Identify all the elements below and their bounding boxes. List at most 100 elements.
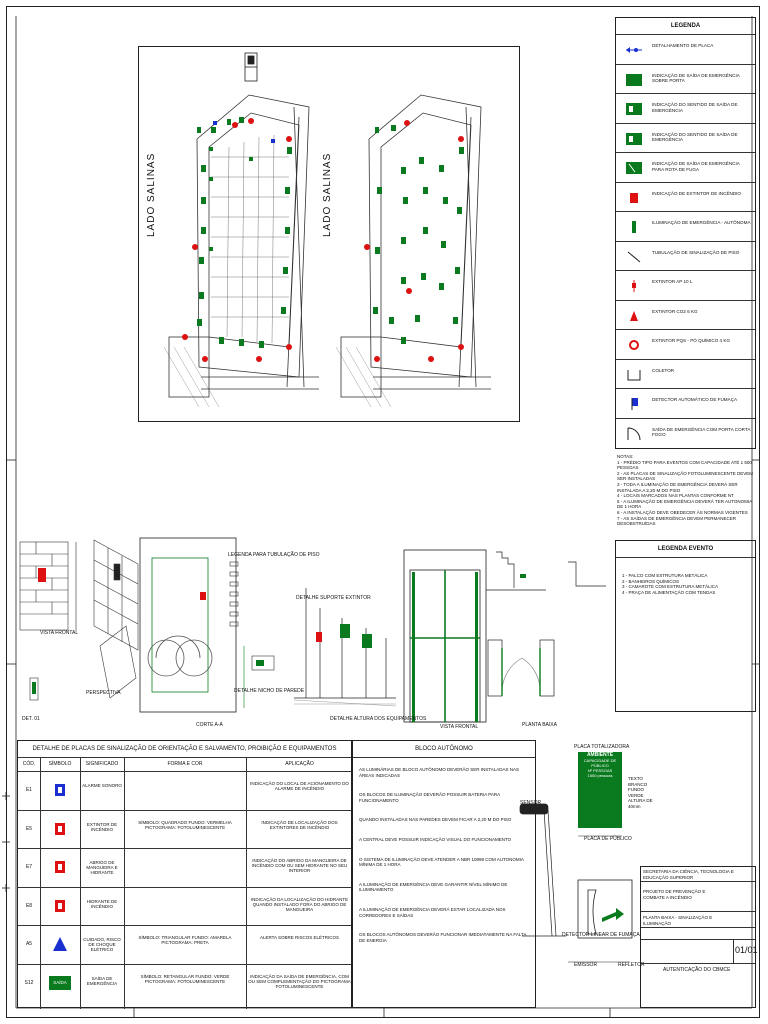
- table-row: [18, 771, 351, 772]
- green-luminaire-icon: [624, 220, 644, 234]
- note-line: 4 - LOCAIS MARCADOS NAS PLANTAS CONFORME…: [617, 493, 734, 499]
- sign-form: SÍMBOLO: TRIANGULAR FUNDO: AMARELA PICTO…: [138, 935, 232, 945]
- exit-sign-detail: [577, 879, 633, 939]
- plate-caption: PLACA DE PÚBLICO: [584, 836, 632, 842]
- detail-b-label: PERSPECTIVA: [86, 690, 121, 696]
- detail-legend-tub: [229, 561, 275, 708]
- sign-meaning: ABRIGO DE MANGUEIRA E HIDRANTE: [86, 860, 118, 875]
- legend-row: EXTINTOR CO2 6 KG: [616, 299, 755, 330]
- legend-event-title: LEGENDA EVENTO: [657, 546, 714, 552]
- sign-symbol-icon: [53, 783, 67, 797]
- note-line: 1 - PRÉDIO TIPO PARA EVENTOS COM CAPACID…: [617, 459, 752, 471]
- detail-f-label: VISTA FRONTAL: [440, 724, 479, 730]
- table-rule: [18, 757, 351, 758]
- bloco-line: A CENTRAL DEVE POSSUIR INDICAÇÃO VISUAL …: [359, 836, 512, 842]
- legend-title: LEGENDA: [670, 23, 701, 29]
- north-mark-icon: [244, 52, 258, 82]
- sign-application: INDICAÇÃO DA SAÍDA DE EMERGÊNCIA, COM OU…: [248, 973, 351, 989]
- legend-row-text: DETECTOR AUTOMÁTICO DE FUMAÇA: [652, 397, 738, 402]
- luminaire-detail: [519, 803, 566, 937]
- bloco-line: A ILUMINAÇÃO DE EMERGÊNCIA DEVERÁ ESTAR …: [359, 906, 506, 918]
- public-plate-detail: [578, 752, 622, 837]
- detail-d-label: DETALHE SUPORTE EXTINTOR: [296, 595, 371, 601]
- sheet-frame: [6, 6, 760, 1018]
- note-line: 7 - AS SAÍDAS DE EMERGÊNCIA DEVEM PERMAN…: [617, 515, 737, 527]
- note-line: 5 - A ILUMINAÇÃO DE EMERGÊNCIA DEVERÁ TE…: [617, 498, 752, 510]
- plan-label-right: LADO SALINAS: [322, 152, 333, 237]
- bloco-title: BLOCO AUTÔNOMO: [415, 746, 473, 752]
- legend-row: DETECTOR AUTOMÁTICO DE FUMAÇA: [616, 388, 755, 418]
- red-circle-icon: [624, 338, 644, 352]
- legend-row: DETALHAMENTO DE PLACA: [616, 34, 755, 64]
- legend-row-text: INDICAÇÃO DO SENTIDO DE SAÍDA DE EMERGÊN…: [652, 131, 738, 143]
- legend-row: COLETOR: [616, 358, 755, 389]
- detail-perspective: [93, 539, 139, 699]
- bloco-line: A ILUMINAÇÃO DE EMERGÊNCIA DEVE GARANTIR…: [359, 881, 508, 893]
- legend-row: INDICAÇÃO DE SAÍDA DE EMERGÊNCIA SOBRE P…: [616, 63, 755, 94]
- note-line: 3 - TODA A ILUMINAÇÃO DE EMERGÊNCIA DEVE…: [617, 481, 738, 493]
- plate-line: Nº PESSOAS: [587, 768, 613, 773]
- legend-row: ILUMINAÇÃO DE EMERGÊNCIA - AUTÔNOMA: [616, 211, 755, 241]
- table-col-rule: [80, 757, 81, 1009]
- door-swing-icon: [624, 427, 644, 441]
- legend-row: INDICAÇÃO DE EXTINTOR DE INCÊNDIO: [616, 181, 755, 212]
- detail-c-label: DETALHE NICHO DE PAREDE: [234, 688, 305, 694]
- plate-side-text: TEXTO BRANCO FUNDO VERDE ALTURA DE 40mm: [628, 776, 653, 809]
- bloco-line: OS BLOCOS DE ILUMINAÇÃO DEVERÃO POSSUIR …: [359, 792, 500, 803]
- plan-right: [335, 94, 491, 408]
- floor-plans-panel: LADO SALINAS LADO SALINAS: [138, 46, 520, 422]
- legend-row-text: EXTINTOR CO2 6 KG: [652, 308, 698, 314]
- details-row: [19, 537, 606, 723]
- detail-equipment-heights: [293, 588, 397, 707]
- diagonal-line-icon: [624, 250, 644, 264]
- floor-plans: [163, 52, 491, 408]
- legend-row-text: INDICAÇÃO DE EXTINTOR DE INCÊNDIO: [652, 190, 741, 196]
- table-col-rule: [40, 757, 41, 1009]
- sign-symbol-icon: [53, 860, 67, 874]
- bloco-line: AS LUMINÁRIAS DE BLOCO AUTÔNOMO DEVERÃO …: [359, 767, 519, 778]
- sign-meaning: EXTINTOR DE INCÊNDIO: [86, 821, 118, 832]
- table-col-rule: [246, 757, 247, 1009]
- green-exit-plate-icon: [624, 73, 644, 87]
- sign-application: INDICAÇÃO DO ABRIGO DA MANGUEIRA DE INCÊ…: [251, 858, 348, 873]
- sign-symbol-icon: [53, 899, 67, 913]
- detail-door-plan: [487, 639, 555, 697]
- bloco-line: O SISTEMA DE ILUMINAÇÃO DEVE ATENDER A N…: [359, 856, 524, 868]
- plan-left: [163, 94, 319, 408]
- bloco-line: OS BLOCOS AUTÔNOMOS DEVERÃO FUNCIONAR IM…: [359, 932, 527, 943]
- legend-row: INDICAÇÃO DE SAÍDA DE EMERGÊNCIA PARA RO…: [616, 152, 755, 182]
- sign-symbol-icon: [53, 822, 67, 836]
- detail-brick-wall: [19, 541, 77, 701]
- event-line: 1 - PALCO COM ESTRUTURA METÁLICA: [622, 573, 708, 578]
- sheet-number: 01/01: [735, 945, 758, 955]
- sign-form: SÍMBOLO: RETANGULAR FUNDO: VERDE PICTOGR…: [140, 973, 230, 984]
- legend-row-text: EXTINTOR PQS - PÓ QUÍMICO 4 KG: [652, 338, 731, 343]
- bloco-panel: BLOCO AUTÔNOMO AS LUMINÁRIAS DE BLOCO AU…: [352, 740, 536, 1008]
- detail-g-label: PLANTA BAIXA: [522, 722, 557, 728]
- table-row: [18, 848, 351, 849]
- notes-title: NOTAS:: [617, 454, 634, 459]
- plate-title: AMBIENTE: [586, 752, 614, 758]
- detail-e-label: DETALHE ALTURA DOS EQUIPAMENTOS: [330, 716, 427, 722]
- sign-application: INDICAÇÃO DO LOCAL DE ACIONAMENTO DO ALA…: [250, 781, 349, 791]
- legend-row: SAÍDA DE EMERGÊNCIA COM PORTA CORTA FOGO: [616, 417, 755, 448]
- title-block: SECRETARIA DA CIÊNCIA, TECNOLOGIA E EDUC…: [640, 866, 758, 1008]
- sign-application: ALERTA SOBRE RISCOS ELÉTRICOS: [259, 935, 340, 940]
- legend-row: INDICAÇÃO DO SENTIDO DE SAÍDA DE EMERGÊN…: [616, 93, 755, 123]
- table-row: [18, 809, 351, 811]
- sign-form: SÍMBOLO: QUADRADO FUNDO: VERMELHA PICTOG…: [138, 819, 232, 830]
- note-line: 6 - A INSTALAÇÃO DEVE OBEDECER ÀS NORMAS…: [617, 509, 748, 515]
- table-col-rule: [124, 757, 125, 1009]
- bracket-icon: [624, 368, 644, 382]
- green-arrow-plate-icon: [624, 102, 644, 116]
- legend-row-text: COLETOR: [652, 367, 675, 373]
- legend-row-text: INDICAÇÃO DO SENTIDO DE SAÍDA DE EMERGÊN…: [652, 102, 738, 113]
- detector-label: DETECTOR LINEAR DE FUMAÇA: [562, 932, 640, 938]
- legend-row: EXTINTOR AP 10 L: [616, 270, 755, 300]
- table-header: FORMA E COR: [167, 761, 203, 767]
- green-door-plate-icon: [624, 161, 644, 175]
- plate-top-label: PLACA TOTALIZADORA: [574, 744, 630, 750]
